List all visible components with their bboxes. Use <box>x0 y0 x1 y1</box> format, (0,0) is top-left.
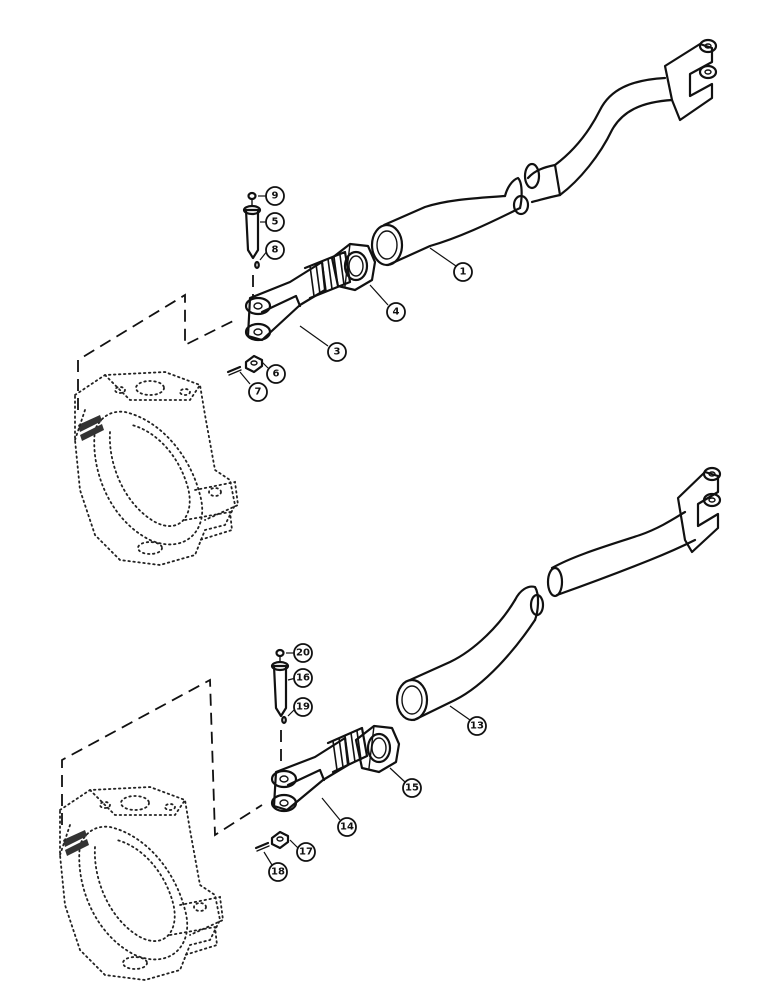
callout-19-label: 19 <box>296 702 310 713</box>
callout-4: 4 <box>386 302 406 322</box>
upper-steering-knuckle <box>74 371 239 566</box>
lower-castle-nut <box>270 830 290 850</box>
upper-cotter-pin <box>226 365 242 376</box>
callout-14: 14 <box>337 817 357 837</box>
lower-tie-rod-tube <box>395 466 722 722</box>
callout-17: 17 <box>296 842 316 862</box>
callout-4-label: 4 <box>393 307 400 318</box>
callout-5: 5 <box>265 212 285 232</box>
callout-6-label: 6 <box>273 369 280 380</box>
callout-9: 9 <box>265 186 285 206</box>
upper-castle-nut <box>244 354 264 374</box>
callout-13: 13 <box>467 716 487 736</box>
callout-7-label: 7 <box>255 387 262 398</box>
callout-17-label: 17 <box>299 847 313 858</box>
callout-20-label: 20 <box>296 648 310 659</box>
callout-18-label: 18 <box>271 867 285 878</box>
callout-7: 7 <box>248 382 268 402</box>
lower-tie-rod-end <box>270 726 369 813</box>
callout-8-label: 8 <box>272 245 279 256</box>
upper-pin <box>242 191 262 296</box>
upper-jam-nut <box>330 242 377 292</box>
callout-20: 20 <box>293 643 313 663</box>
callout-16: 16 <box>293 668 313 688</box>
lower-tie-rod-assembly <box>59 466 722 981</box>
lower-pin <box>270 648 290 768</box>
callout-14-label: 14 <box>340 822 354 833</box>
lower-connection-line <box>61 678 263 837</box>
callout-5-label: 5 <box>272 217 279 228</box>
callout-9-label: 9 <box>272 191 279 202</box>
callout-1: 1 <box>453 262 473 282</box>
callout-13-label: 13 <box>470 721 484 732</box>
upper-tie-rod-tube <box>370 38 718 267</box>
callout-1-label: 1 <box>460 267 467 278</box>
callout-19: 19 <box>293 697 313 717</box>
callout-6: 6 <box>266 364 286 384</box>
callout-3: 3 <box>327 342 347 362</box>
callout-18: 18 <box>268 862 288 882</box>
callout-3-label: 3 <box>334 347 341 358</box>
callout-15: 15 <box>402 778 422 798</box>
upper-tie-rod-end <box>244 250 352 342</box>
lower-cotter-pin <box>254 841 270 852</box>
lower-jam-nut <box>354 724 401 774</box>
lower-steering-knuckle <box>59 786 224 981</box>
callout-16-label: 16 <box>296 673 310 684</box>
upper-tie-rod-assembly <box>74 38 718 566</box>
callout-8: 8 <box>265 240 285 260</box>
upper-connection-line <box>77 293 236 410</box>
callout-15-label: 15 <box>405 783 419 794</box>
callout-leaders <box>239 195 471 866</box>
